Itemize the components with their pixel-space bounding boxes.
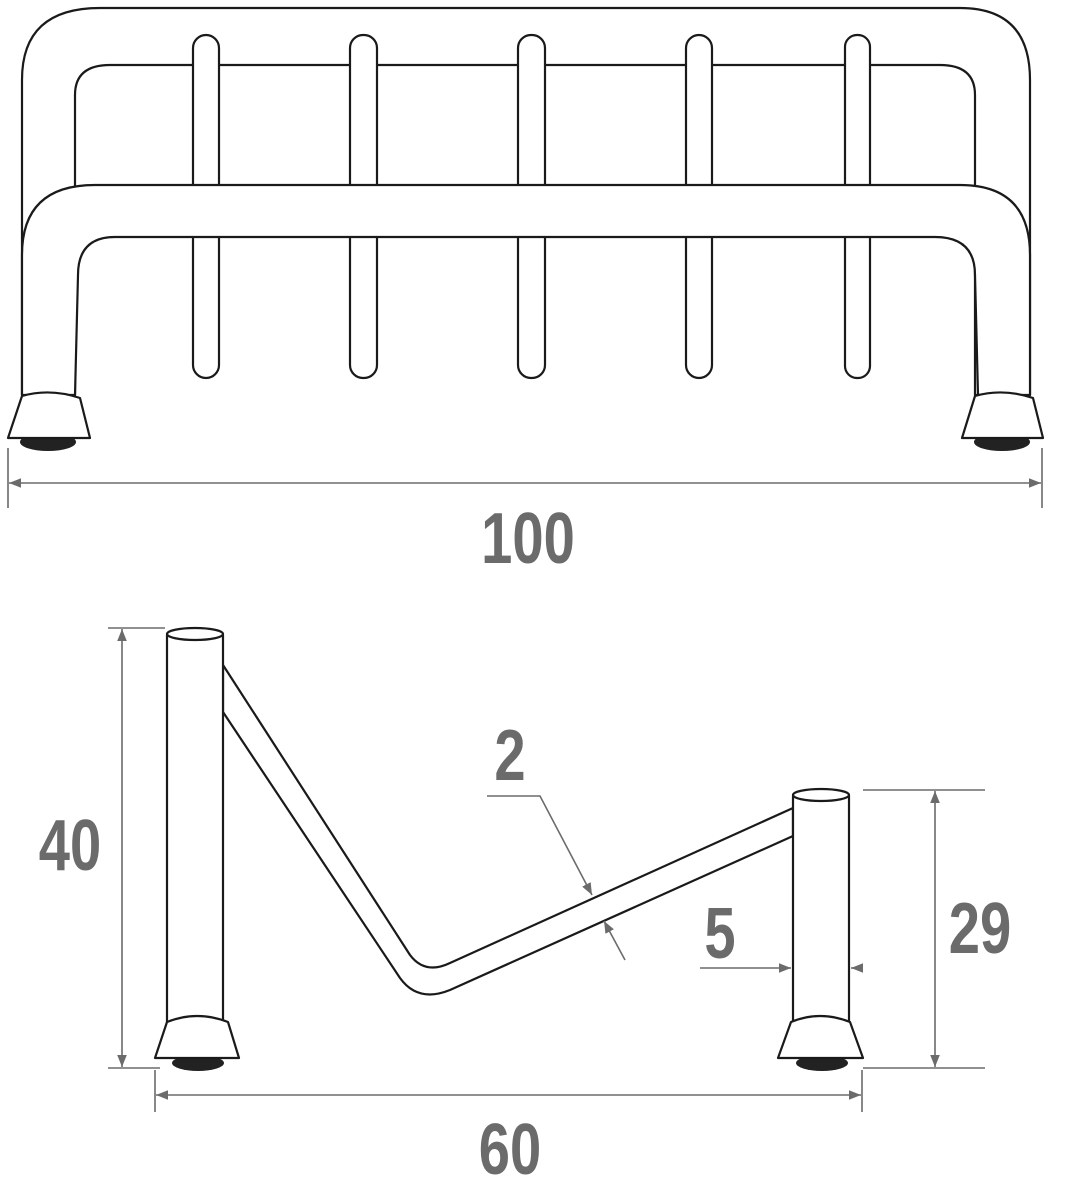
post-diameter-label: 5: [704, 893, 735, 973]
depth-label: 60: [479, 1109, 541, 1189]
post-diameter-dimension: 5: [700, 893, 863, 974]
width-label: 100: [481, 498, 575, 578]
rear-foot: [776, 1014, 865, 1071]
front-rail: [20, 183, 1032, 397]
width-dimension: 100: [7, 448, 1043, 579]
rear-height-label: 29: [949, 888, 1011, 968]
back-rail: [20, 6, 1032, 397]
depth-dimension: 60: [154, 1070, 863, 1190]
rear-height-dimension: 29: [863, 789, 1011, 1069]
rear-post: [791, 787, 851, 1027]
height-label: 40: [39, 805, 101, 885]
wire-thickness-label: 2: [494, 715, 525, 795]
wire-thickness-dimension: 2: [487, 715, 626, 961]
front-foot: [153, 1014, 241, 1071]
front-view: 100: [6, 6, 1045, 579]
side-view: 40 29 60 5 2: [39, 626, 1011, 1190]
front-post: [165, 626, 225, 1027]
left-foot: [6, 391, 92, 451]
right-foot: [960, 391, 1045, 451]
height-dimension: 40: [39, 627, 165, 1069]
